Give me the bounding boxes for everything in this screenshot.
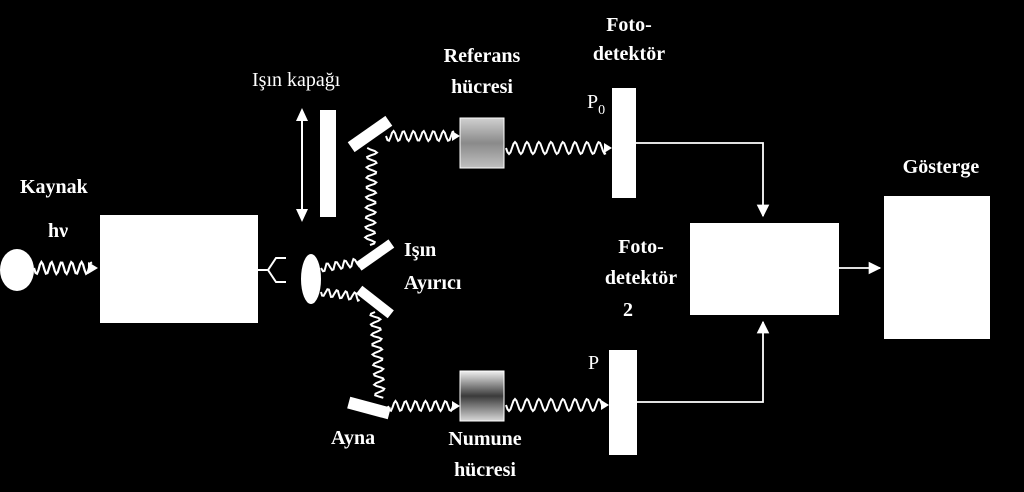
mirror-to-reference-wave — [385, 129, 455, 143]
detector1-label-1: Foto- — [606, 14, 652, 36]
p-label: P — [588, 352, 599, 374]
source-label: Kaynak — [20, 176, 89, 198]
exit-slit-fork — [258, 257, 286, 283]
lens-to-splitter-lower-wave — [320, 288, 361, 302]
reference-cell — [459, 117, 505, 169]
top-mirror — [347, 115, 393, 153]
sample-cell-label-1: Numune — [448, 428, 521, 450]
photodetector-1 — [612, 88, 636, 198]
photon-label: hν — [48, 220, 68, 242]
reference-cell-label-2: hücresi — [451, 76, 513, 98]
sample-to-detector-wave — [505, 397, 604, 413]
beam-splitter-lower — [356, 285, 394, 319]
chopper-up-arrowhead — [296, 108, 308, 121]
mirror-label: Ayna — [331, 427, 375, 449]
detector2-label-2: detektör — [605, 267, 677, 289]
sample-in-arrowhead — [452, 401, 460, 411]
source-wave — [32, 259, 93, 277]
lens-to-splitter-wave — [320, 257, 362, 273]
sample-beam-arrowhead — [601, 400, 609, 410]
beam-splitter-upper — [355, 239, 395, 271]
ref-in-arrowhead — [452, 131, 460, 141]
mirror-to-sample-wave — [387, 399, 455, 413]
p0-subscript: 0 — [598, 103, 605, 118]
signal-processor-box — [690, 223, 839, 315]
photodetector-2 — [609, 350, 637, 455]
sample-cell — [459, 370, 505, 422]
source-wave-arrowhead — [88, 262, 98, 274]
splitter-to-bottom-mirror-wave — [369, 311, 386, 399]
p0-label: P0 — [587, 91, 605, 118]
monochromator-box — [100, 215, 258, 323]
light-source-icon — [0, 249, 34, 291]
chopper-down-arrowhead — [296, 209, 308, 222]
sample-cell-label-2: hücresi — [454, 459, 516, 481]
display-box — [884, 196, 990, 339]
detector1-signal-line — [636, 142, 770, 218]
detector1-label-2: detektör — [593, 43, 665, 65]
detector2-label-1: Foto- — [618, 236, 664, 258]
ref-beam-arrowhead — [604, 143, 612, 153]
p0-main: P — [587, 91, 598, 113]
splitter-to-top-mirror-wave — [363, 147, 379, 246]
beam-splitter-label-1: Işın — [404, 239, 436, 261]
chopper-label: Işın kapağı — [252, 69, 341, 91]
beam-chopper — [320, 110, 336, 217]
reference-to-detector-wave — [505, 140, 607, 156]
beam-splitter-label-2: Ayırıcı — [404, 272, 462, 294]
detector2-label-3: 2 — [623, 299, 633, 321]
reference-cell-label-1: Referans — [444, 45, 521, 67]
bottom-mirror — [347, 396, 391, 420]
detector2-signal-line — [637, 320, 770, 403]
display-label: Gösterge — [903, 156, 980, 178]
lens-icon — [301, 254, 321, 304]
